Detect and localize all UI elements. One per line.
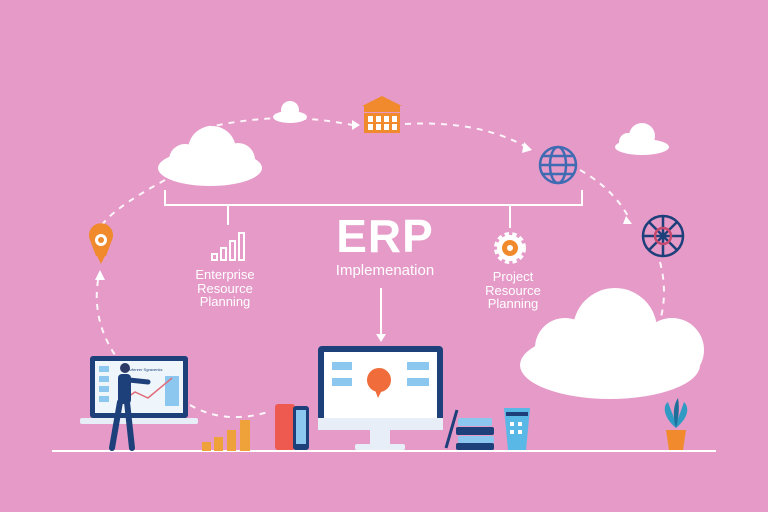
cup-icon [504,408,530,450]
network-globe-icon [641,214,685,258]
gear-icon [494,232,526,264]
page-title: ERP [336,210,434,262]
left-label-line: Planning [199,294,251,310]
left-label-line: Enterprise [195,267,255,282]
large-cloud-icon [520,288,704,399]
arrowheads [95,120,632,280]
left-label-line: Resource [197,280,253,296]
plant-icon [664,398,688,450]
right-label-line: Planning [487,296,539,312]
enterprise-resource-planning-label: Enterprise Resource Planning [170,268,280,309]
cloud-icon [158,126,262,186]
lightbulb-icon [89,223,113,264]
monitor-icon [318,346,443,450]
laptop-screen-text: Arfenrer Sgravenks [128,367,162,372]
bar-chart-icon [211,232,245,261]
globe-icon [538,145,578,185]
books-icon [444,409,494,450]
down-arrowhead [376,334,386,342]
project-resource-planning-label: Project Resource Planning [458,270,568,311]
right-label-line: Resource [485,282,541,298]
page-subtitle: Implemenation [335,262,435,279]
bank-icon [362,96,402,133]
laptop-icon [80,356,198,424]
phone-icon [275,404,309,450]
right-label-line: Project [492,269,534,284]
small-cloud-icon [273,101,307,123]
coin-bars-icon [202,420,250,451]
person-icon [109,363,151,451]
connector-lines [164,190,583,336]
small-cloud-right-icon [615,123,669,155]
